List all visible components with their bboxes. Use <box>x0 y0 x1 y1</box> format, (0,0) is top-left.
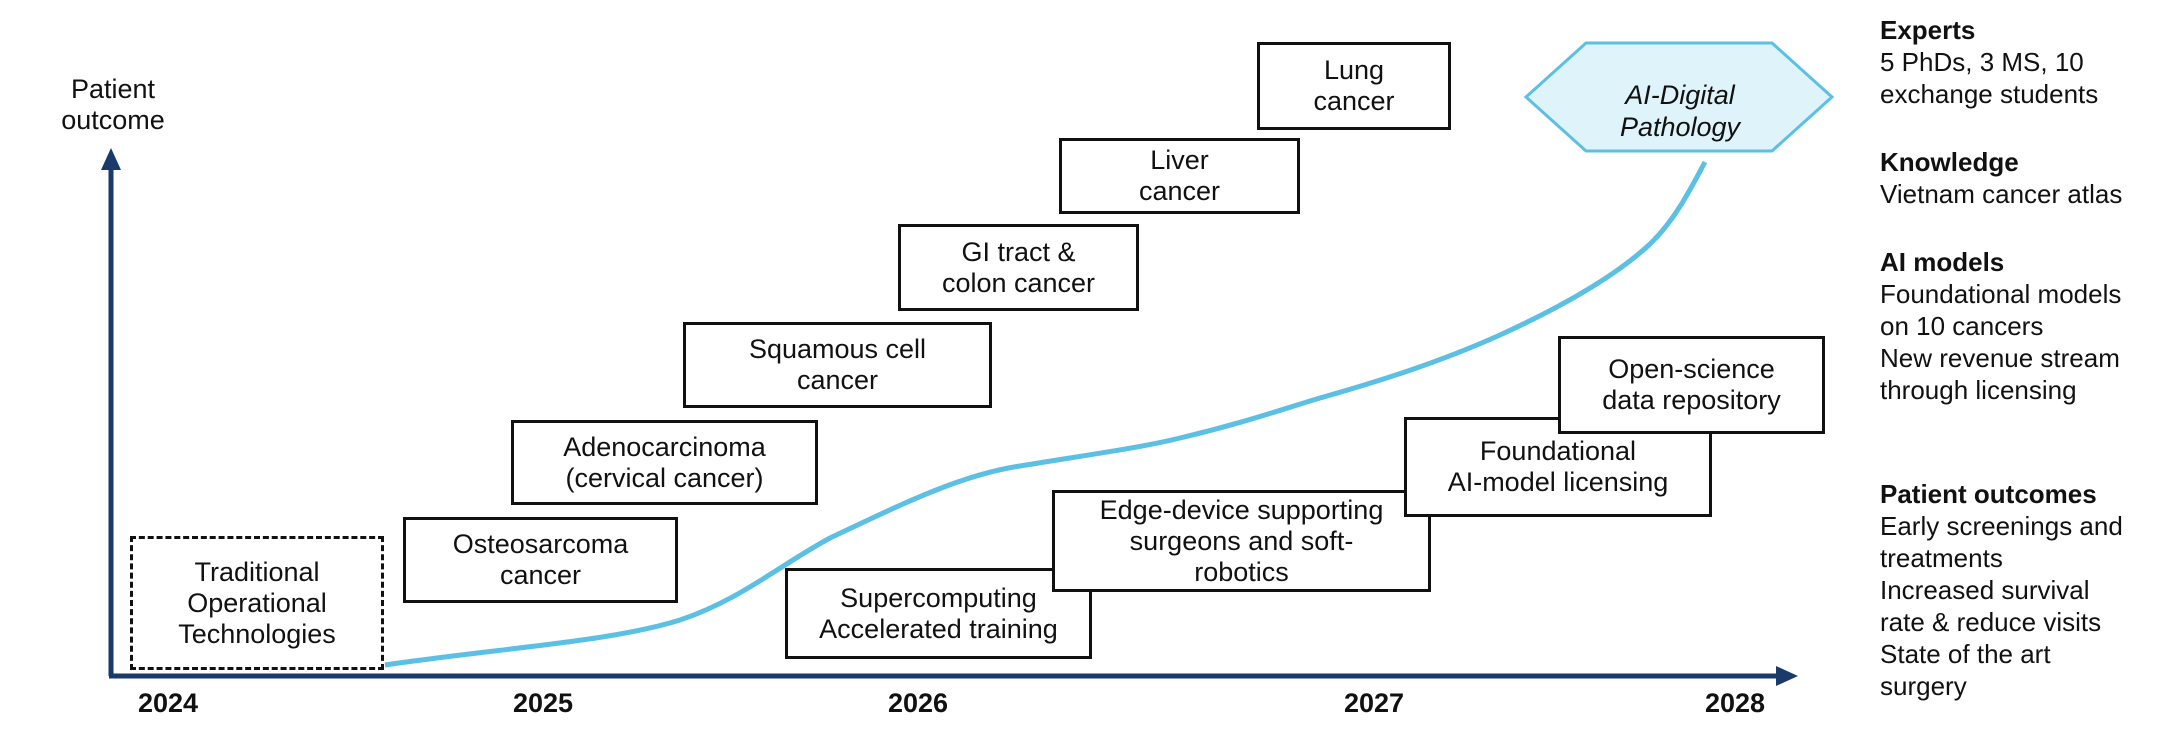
panel-heading-knowledge: Knowledge <box>1880 147 2019 177</box>
progress-curve <box>384 160 1708 668</box>
panel-line: State of the art surgery <box>1880 639 2051 701</box>
x-axis-arrow <box>1776 666 1798 686</box>
box-adenocarcinoma: Adenocarcinoma (cervical cancer) <box>511 420 818 505</box>
ai-digital-pathology-hexagon <box>1523 41 1835 153</box>
panel-line: Increased survival rate & reduce visits <box>1880 575 2102 637</box>
box-traditional-operational-technologies: Traditional Operational Technologies <box>130 536 384 670</box>
year-2024: 2024 <box>137 688 199 718</box>
box-open-science: Open-science data repository <box>1558 336 1825 434</box>
panel-heading-ai-models: AI models <box>1880 247 2005 277</box>
year-2025: 2025 <box>512 688 574 718</box>
panel-line: Vietnam cancer atlas <box>1880 179 2123 209</box>
panel-line: Foundational models on 10 cancers <box>1880 279 2122 341</box>
panel-patient-outcomes: Patient outcomes Early screenings and tr… <box>1880 478 2164 702</box>
panel-line: New revenue stream through licensing <box>1880 343 2120 405</box>
panel-heading-experts: Experts <box>1880 15 1976 45</box>
box-osteosarcoma: Osteosarcoma cancer <box>403 517 678 603</box>
box-supercomputing: Supercomputing Accelerated training <box>785 568 1092 659</box>
year-2027: 2027 <box>1343 688 1405 718</box>
box-gi-tract: GI tract & colon cancer <box>898 224 1139 311</box>
y-axis-arrow <box>101 148 121 170</box>
box-liver: Liver cancer <box>1059 138 1300 214</box>
box-lung: Lung cancer <box>1257 42 1451 130</box>
box-edge-device: Edge-device supporting surgeons and soft… <box>1052 490 1431 592</box>
panel-line: Early screenings and treatments <box>1880 511 2123 573</box>
panel-experts: Experts 5 PhDs, 3 MS, 10 exchange studen… <box>1880 14 2164 110</box>
y-axis-label: Patient outcome <box>61 74 165 135</box>
panel-knowledge: Knowledge Vietnam cancer atlas <box>1880 146 2164 210</box>
panel-line: 5 PhDs, 3 MS, 10 exchange students <box>1880 47 2099 109</box>
panel-ai-models: AI models Foundational models on 10 canc… <box>1880 246 2164 406</box>
year-2026: 2026 <box>887 688 949 718</box>
year-2028: 2028 <box>1704 688 1766 718</box>
ai-digital-pathology-label: AI-Digital Pathology <box>1619 80 1741 142</box>
panel-heading-patient-outcomes: Patient outcomes <box>1880 479 2097 509</box>
box-squamous-cell: Squamous cell cancer <box>683 322 992 408</box>
